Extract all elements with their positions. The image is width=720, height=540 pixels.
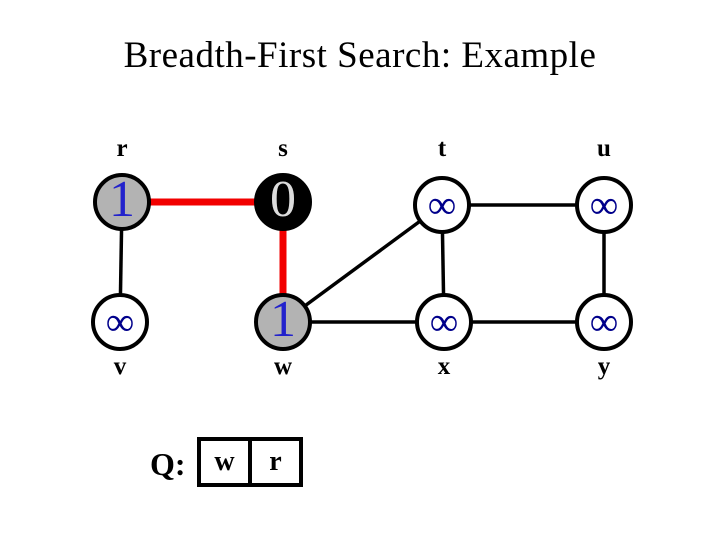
node-t-distance: ∞ (427, 182, 457, 227)
node-r-distance: 1 (109, 171, 135, 228)
node-t: ∞ (413, 176, 471, 234)
queue-slot: r (248, 437, 303, 487)
queue-label: Q: (150, 446, 186, 482)
node-label-w: w (273, 353, 293, 380)
queue-slot: w (197, 437, 252, 487)
edge-w-t (281, 203, 444, 324)
node-y-distance: ∞ (589, 299, 619, 344)
node-label-t: t (437, 135, 447, 162)
node-w-distance: 1 (270, 291, 296, 348)
node-r: 1 (93, 173, 151, 231)
queue-item-0: w (214, 446, 235, 477)
node-x: ∞ (415, 293, 473, 351)
node-label-u: u (597, 135, 611, 162)
queue: w r (197, 437, 303, 487)
node-label-v: v (113, 353, 127, 380)
node-v-distance: ∞ (105, 299, 135, 344)
node-x-distance: ∞ (429, 299, 459, 344)
page-title: Breadth-First Search: Example (123, 35, 597, 76)
node-u-distance: ∞ (589, 182, 619, 227)
node-s: 0 (254, 173, 312, 231)
node-s-distance: 0 (270, 171, 296, 228)
node-label-s: s (278, 135, 288, 162)
node-w: 1 (254, 293, 312, 351)
node-label-r: r (116, 135, 128, 162)
node-label-x: x (437, 353, 451, 380)
node-u: ∞ (575, 176, 633, 234)
node-v: ∞ (91, 293, 149, 351)
queue-item-1: r (269, 446, 282, 477)
node-label-y: y (597, 353, 611, 380)
node-y: ∞ (575, 293, 633, 351)
